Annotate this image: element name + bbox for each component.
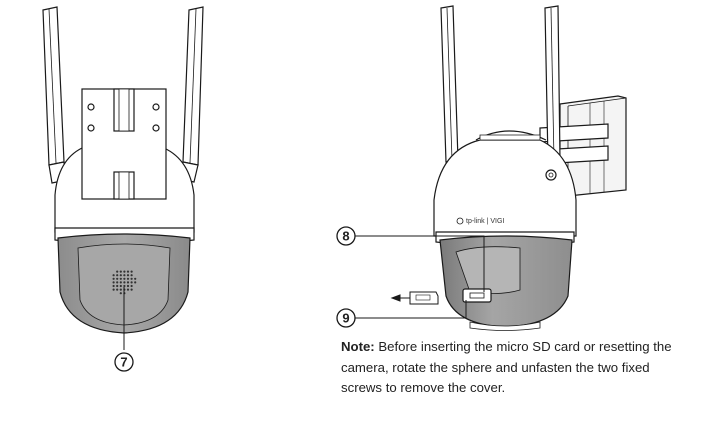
speaker-hole bbox=[119, 270, 122, 273]
speaker-hole bbox=[116, 288, 119, 291]
speaker-hole bbox=[112, 277, 115, 280]
speaker-hole bbox=[116, 281, 119, 284]
speaker-hole bbox=[116, 284, 119, 288]
speaker-hole bbox=[116, 277, 119, 280]
speaker-hole bbox=[123, 281, 126, 284]
speaker-hole bbox=[130, 284, 133, 288]
upper-housing-right bbox=[433, 139, 577, 237]
speaker-hole bbox=[126, 270, 130, 273]
mount-plate bbox=[81, 88, 167, 200]
right-left-antenna bbox=[440, 5, 459, 163]
brand-mark-icon bbox=[456, 217, 464, 225]
speaker-hole bbox=[130, 270, 133, 273]
speaker-hole bbox=[126, 281, 130, 284]
callout-7-label: 7 bbox=[120, 355, 127, 370]
callout-9: 9 bbox=[336, 300, 467, 328]
speaker-hole bbox=[119, 274, 122, 277]
speaker-hole bbox=[119, 277, 122, 280]
note-label: Note: bbox=[341, 339, 375, 354]
speaker-hole bbox=[126, 288, 130, 291]
speaker-hole bbox=[123, 270, 126, 273]
speaker-hole bbox=[126, 277, 130, 280]
speaker-hole bbox=[119, 284, 122, 288]
callout-8: 8 bbox=[336, 226, 485, 292]
speaker-hole bbox=[134, 277, 137, 280]
speaker-hole bbox=[134, 281, 137, 284]
speaker-hole bbox=[130, 288, 133, 291]
left-antenna bbox=[42, 6, 67, 184]
speaker-hole bbox=[130, 274, 133, 277]
speaker-hole bbox=[112, 281, 115, 284]
speaker-hole bbox=[119, 288, 122, 291]
right-antenna bbox=[179, 6, 204, 183]
micro-sd-card bbox=[390, 291, 439, 305]
speaker-hole bbox=[119, 281, 122, 284]
speaker-hole bbox=[130, 277, 133, 280]
callout-9-label: 9 bbox=[342, 311, 349, 326]
speaker-grille bbox=[112, 270, 137, 295]
right-camera bbox=[433, 5, 627, 331]
callout-8-label: 8 bbox=[342, 229, 349, 244]
speaker-hole bbox=[116, 270, 119, 273]
speaker-hole bbox=[112, 274, 115, 277]
dome-inner bbox=[77, 243, 171, 326]
speaker-hole bbox=[123, 274, 126, 277]
speaker-hole bbox=[126, 284, 130, 288]
speaker-hole bbox=[112, 288, 115, 291]
note-text: Before inserting the micro SD card or re… bbox=[341, 339, 672, 395]
right-right-antenna bbox=[544, 5, 561, 163]
callout-7: 7 bbox=[114, 287, 134, 372]
speaker-hole bbox=[123, 284, 126, 288]
brand-logo: tp-link | VIGI bbox=[466, 218, 504, 225]
speaker-hole bbox=[123, 277, 126, 280]
speaker-hole bbox=[130, 281, 133, 284]
note-paragraph: Note: Before inserting the micro SD card… bbox=[341, 337, 681, 399]
speaker-hole bbox=[119, 292, 122, 295]
speaker-hole bbox=[112, 284, 115, 288]
left-camera bbox=[42, 6, 204, 334]
speaker-hole bbox=[116, 274, 119, 277]
speaker-hole bbox=[126, 274, 130, 277]
wall-mount bbox=[539, 95, 627, 197]
